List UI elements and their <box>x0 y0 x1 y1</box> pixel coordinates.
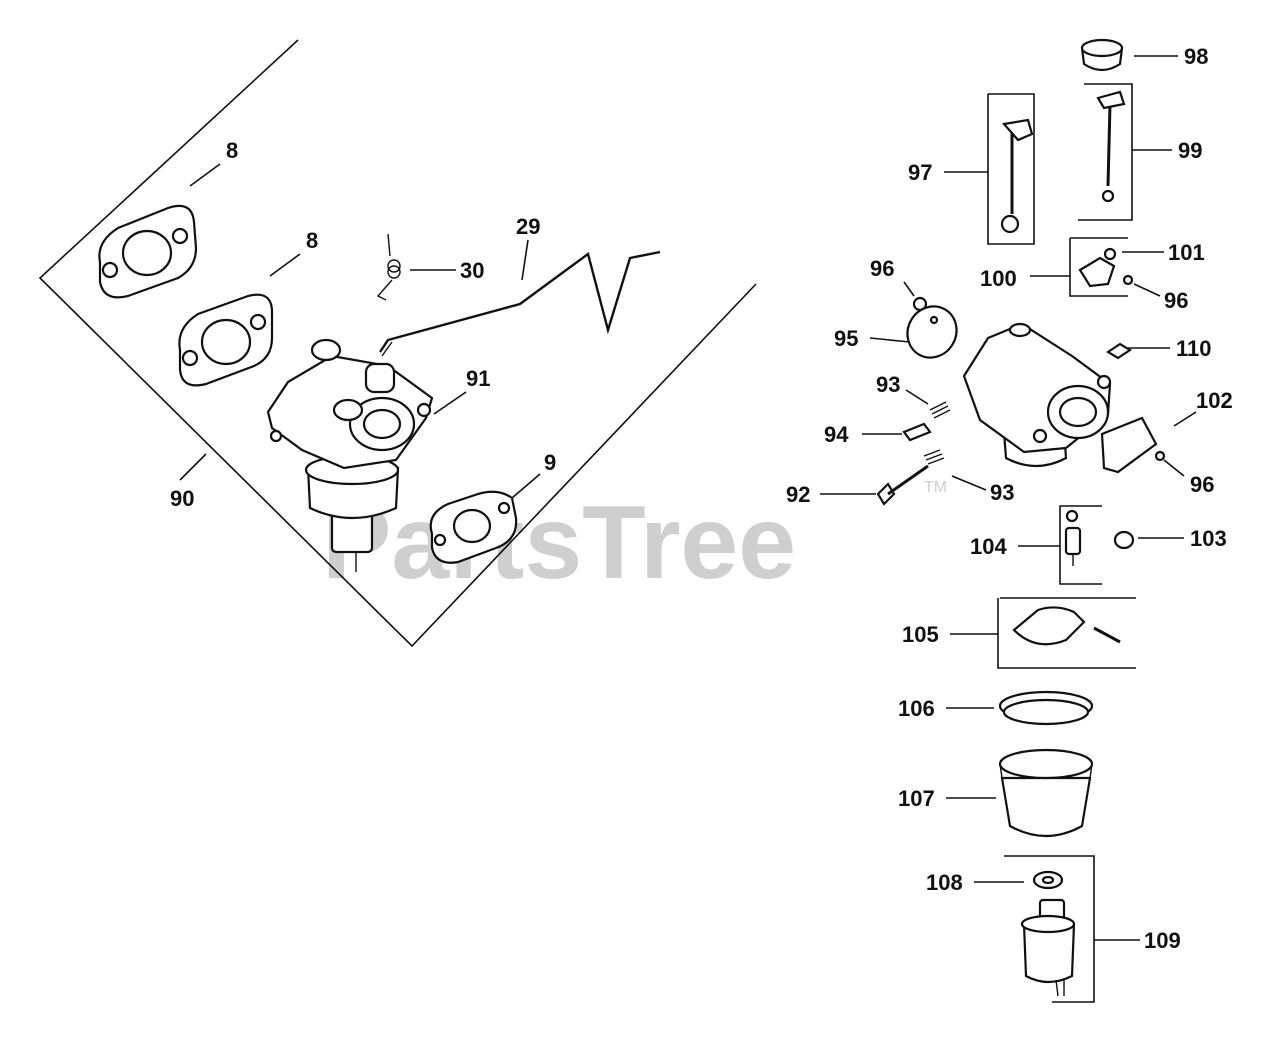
callout-96-upper: 96 <box>870 256 894 281</box>
spring-93-upper[interactable] <box>929 401 951 419</box>
callout-99: 99 <box>1178 138 1202 163</box>
callout-104: 104 <box>970 534 1007 559</box>
callout-93-lower: 93 <box>990 480 1014 505</box>
carburetor-91[interactable] <box>266 338 434 572</box>
callout-90: 90 <box>170 486 194 511</box>
callout-96-lower: 96 <box>1190 472 1214 497</box>
ring-106[interactable] <box>998 690 1094 726</box>
choke-shaft-99[interactable] <box>1078 83 1133 221</box>
callout-108: 108 <box>926 870 963 895</box>
callout-94: 94 <box>824 422 849 447</box>
float-valve-104[interactable] <box>1059 505 1102 585</box>
spring-93-lower[interactable] <box>923 449 945 465</box>
callout-97: 97 <box>908 160 932 185</box>
spring-30[interactable] <box>376 233 401 301</box>
callout-110: 110 <box>1176 336 1212 361</box>
gasket-8-lower[interactable] <box>178 293 274 387</box>
gasket-8-upper[interactable] <box>98 204 198 299</box>
screw-96-right[interactable] <box>1122 274 1134 286</box>
callout-91: 91 <box>466 366 490 391</box>
callout-101: 101 <box>1168 240 1205 265</box>
callout-107: 107 <box>898 786 935 811</box>
carburetor-body[interactable] <box>962 322 1112 468</box>
callout-29: 29 <box>516 214 540 239</box>
callout-98: 98 <box>1184 44 1208 69</box>
leader-lines <box>179 55 1197 941</box>
callout-labels: 8 8 30 29 91 9 90 98 97 99 101 100 96 96… <box>170 44 1233 953</box>
callout-9: 9 <box>544 450 556 475</box>
callout-105: 105 <box>902 622 939 647</box>
screw-96-lower[interactable] <box>1154 450 1166 462</box>
watermark-text: PartsTree <box>322 485 796 601</box>
kit-boundary <box>38 39 757 648</box>
gasket-102[interactable] <box>1100 416 1158 474</box>
callout-30: 30 <box>460 258 484 283</box>
callout-8-lower: 8 <box>306 228 318 253</box>
callout-106: 106 <box>898 696 935 721</box>
callout-103: 103 <box>1190 526 1227 551</box>
bowl-107[interactable] <box>998 748 1094 837</box>
throttle-shaft-97[interactable] <box>987 93 1035 245</box>
callout-8-upper: 8 <box>226 138 238 163</box>
float-105[interactable] <box>997 597 1136 669</box>
washer-108[interactable] <box>1032 870 1064 890</box>
solenoid-109[interactable] <box>1004 855 1095 1003</box>
callout-95: 95 <box>834 326 858 351</box>
cap-98[interactable] <box>1080 38 1124 72</box>
link-rod-29[interactable] <box>379 250 661 357</box>
screw-94[interactable] <box>902 422 932 442</box>
seat-103[interactable] <box>1113 530 1135 550</box>
gasket-9[interactable] <box>429 490 518 564</box>
watermark-trademark: TM <box>924 479 947 496</box>
callout-102: 102 <box>1196 388 1233 413</box>
callout-93-upper: 93 <box>876 372 900 397</box>
callout-96-right: 96 <box>1164 288 1188 313</box>
throttle-lever-100[interactable] <box>1069 237 1128 297</box>
needle-92[interactable] <box>876 464 929 506</box>
plate-95[interactable] <box>898 297 966 366</box>
callout-92: 92 <box>786 482 810 507</box>
screw-110[interactable] <box>1105 342 1133 360</box>
callout-100: 100 <box>980 266 1017 291</box>
callout-109: 109 <box>1144 928 1181 953</box>
